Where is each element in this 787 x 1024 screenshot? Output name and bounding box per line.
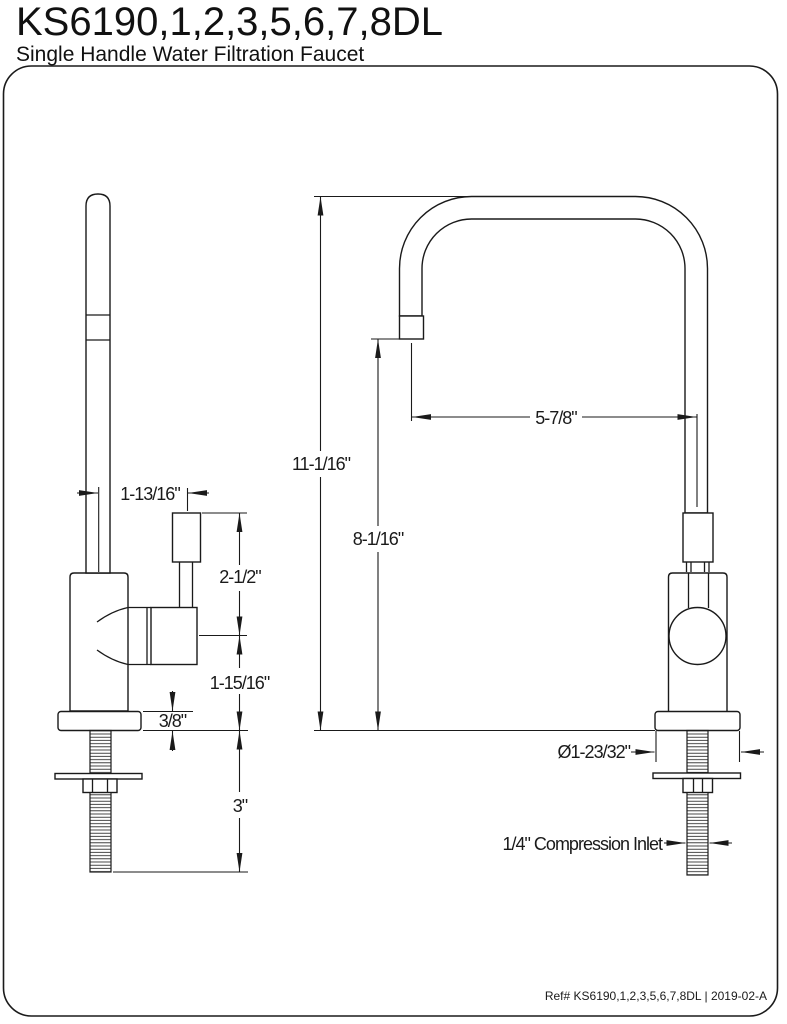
page-title: KS6190,1,2,3,5,6,7,8DL [16, 0, 443, 44]
spout-tip [398, 315, 425, 340]
handle-hub-front [668, 606, 727, 666]
mounting-washer-side [54, 772, 143, 780]
boss-fillet [96, 649, 129, 666]
side-view [54, 193, 202, 873]
faucet-body-side [69, 572, 129, 712]
dim-inlet: 1/4" Compression Inlet [503, 834, 732, 854]
dim-label-overall-height: 11-1/16" [292, 454, 351, 474]
dim-spout-reach: 5-7/8" [410, 343, 698, 507]
boss-fillet [96, 606, 129, 623]
sheet-border [2, 65, 779, 1017]
title-block: KS6190,1,2,3,5,6,7,8DL Single Handle Wat… [16, 0, 443, 66]
dim-label-spout-reach: 5-7/8" [535, 408, 577, 428]
dim-shank-length: 3" [113, 730, 252, 873]
mounting-nut-side [82, 778, 118, 794]
handle-knob [171, 512, 202, 563]
dim-label-deck-thickness: 3/8" [159, 711, 187, 731]
threaded-shank-side [89, 729, 112, 873]
dim-label-inlet: 1/4" Compression Inlet [503, 834, 663, 854]
threaded-shank-front [686, 729, 709, 876]
dim-label-base-diameter: Ø1-23/32" [558, 742, 631, 762]
spout-connector [682, 512, 714, 563]
page-subtitle: Single Handle Water Filtration Faucet [16, 43, 365, 66]
dim-label-spout-clearance: 8-1/16" [353, 529, 404, 549]
dim-label-handle-height: 2-1/2" [219, 567, 261, 587]
reference-note: Ref# KS6190,1,2,3,5,6,7,8DL | 2019-02-A [545, 989, 767, 1003]
mounting-washer-front [652, 772, 742, 780]
base-flange-front [654, 710, 741, 732]
dim-label-shank-length: 3" [233, 796, 248, 816]
front-view [398, 195, 742, 876]
handle-hub-side [150, 606, 198, 666]
dim-label-spout-to-handle: 1-13/16" [120, 484, 180, 504]
base-flange-side [57, 710, 142, 732]
dim-body-height: 1-15/16" [206, 635, 273, 731]
dim-overall-height: 11-1/16" [292, 195, 655, 732]
dim-deck-thickness: 3/8" [143, 691, 248, 751]
dim-spout-clearance: 8-1/16" [352, 338, 405, 731]
dim-handle-height: 2-1/2" [199, 512, 265, 637]
mounting-nut-front [682, 777, 714, 794]
dim-base-diameter: Ø1-23/32" [558, 731, 764, 762]
dim-spout-to-handle: 1-13/16" [77, 484, 209, 572]
spout-tube-side [85, 193, 111, 574]
spout-gooseneck [398, 195, 709, 514]
dim-label-body-height: 1-15/16" [210, 673, 270, 693]
